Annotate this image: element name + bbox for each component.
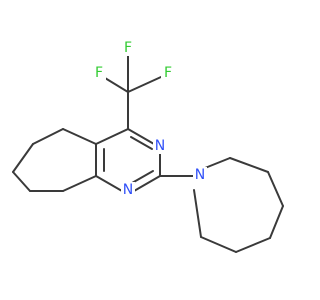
bond-c6-c7 (12, 143, 34, 173)
atom-n-azepane-label: N (195, 167, 205, 183)
molecule-structure: F F F N N N (12, 40, 284, 253)
bond-c2-n1-double (131, 170, 154, 184)
atom-f-left-label: F (95, 65, 103, 81)
bond-c5-c6 (32, 128, 64, 145)
atom-n-upper: N (153, 138, 167, 154)
bond-c-f-right (127, 76, 162, 93)
bond-c2-n1 (133, 175, 161, 192)
bond-az-2 (229, 157, 269, 173)
bond-az-7 (193, 189, 202, 238)
bond-az-5 (235, 237, 271, 253)
atom-n-lower-label: N (123, 182, 133, 198)
atom-f-right-label: F (164, 65, 172, 81)
atom-n-upper-label: N (155, 138, 165, 154)
atom-n-azepane: N (193, 167, 207, 183)
bond-az-4 (269, 205, 284, 239)
atom-f-top: F (121, 40, 135, 56)
atom-f-right: F (161, 65, 175, 81)
bond-c4-n3 (127, 128, 155, 145)
bond-c9-c8a (62, 175, 97, 192)
bond-n1-c8a (95, 175, 123, 192)
atom-n-lower: N (121, 182, 135, 198)
bond-c-f-left (104, 77, 129, 93)
atom-f-top-label: F (124, 40, 132, 56)
bond-c4a-c5 (62, 128, 97, 145)
bond-az-6 (200, 236, 237, 253)
atom-f-left: F (92, 65, 106, 81)
bond-c7-c8 (12, 171, 31, 192)
bond-c4a-c4 (95, 128, 129, 145)
bond-az-3 (267, 171, 284, 207)
bond-c4-n3-double (130, 136, 153, 150)
